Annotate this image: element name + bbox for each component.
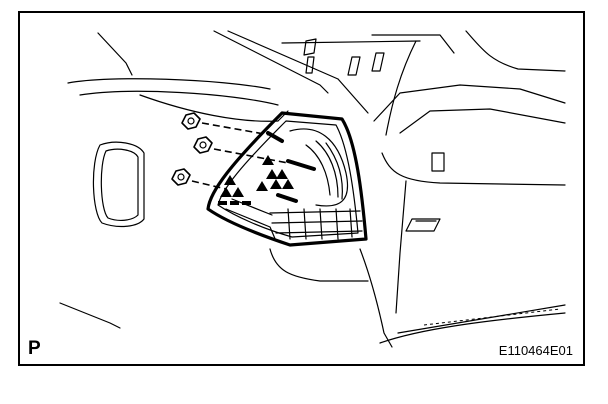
view-label: P [28,338,41,359]
fuel-lid [92,141,145,228]
mounting-nuts [171,112,289,190]
clip-mark-triangle [256,181,268,191]
clip-mark-triangle [232,187,244,197]
clip-mark-triangle [276,169,288,179]
lamp-housing-outline [206,111,368,247]
clip-mark-triangle [266,169,278,179]
illustration-frame: P E110464E01 [18,11,585,366]
rear-combination-lamp-removal-illustration [59,30,566,348]
clip-position-marks [218,155,294,205]
clip-mark-triangle [282,179,294,189]
lamp-lower-lens [225,198,363,242]
clip-mark-triangle [220,187,232,197]
lamp-lens-outline [217,120,359,238]
clip-mark-triangle [270,179,282,189]
lamp-reflector [289,128,348,207]
nut-upper [181,112,271,136]
nut-middle [193,136,289,164]
clip-mark-dash [242,201,251,205]
clip-mark-dash [230,201,239,205]
clip-mark-triangle [224,175,236,185]
rear-bumper [269,248,566,348]
rear-combination-lamp [206,111,368,247]
lamp-stud-bolts [266,131,316,203]
figure-code: E110464E01 [498,343,573,358]
clip-mark-dash [218,201,227,205]
vehicle-body-outline [59,30,566,329]
cargo-trim [303,38,566,314]
nut-lower [171,168,227,190]
